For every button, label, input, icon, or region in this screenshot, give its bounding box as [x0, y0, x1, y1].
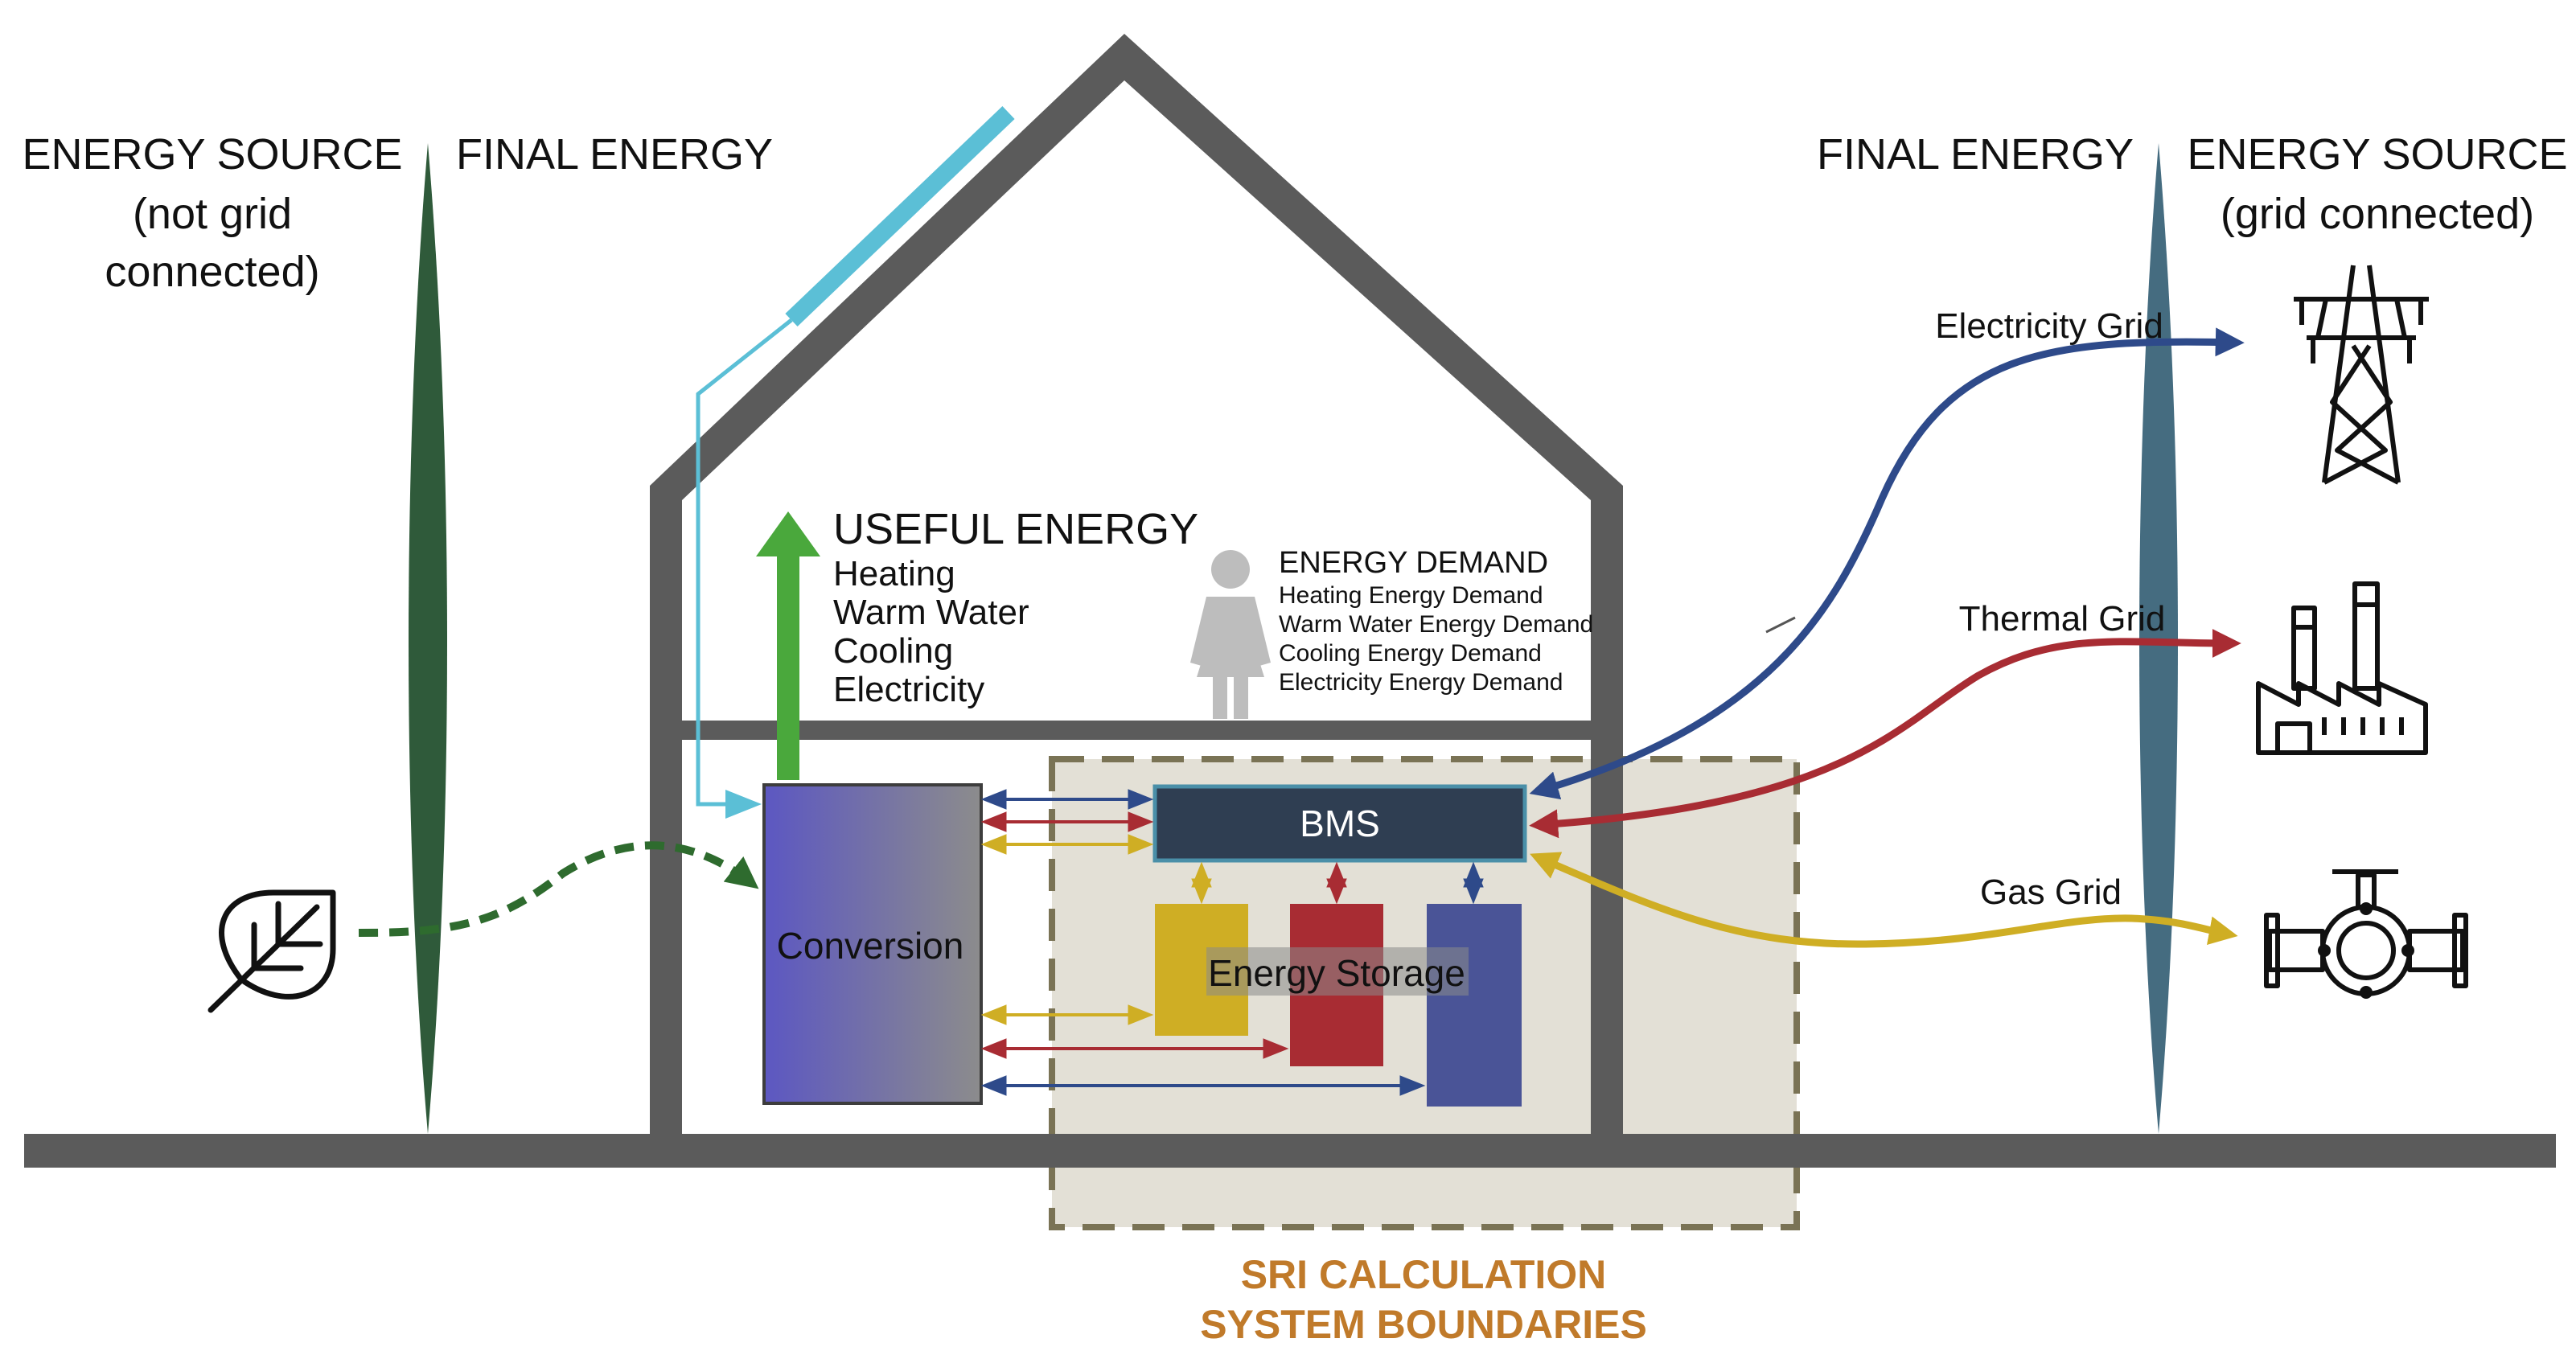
- electricity-grid-label: Electricity Grid: [1935, 306, 2163, 346]
- left-final-title: FINAL ENERGY: [456, 130, 773, 179]
- gas-grid-arrow: [1530, 852, 2238, 948]
- right-source-sub: (grid connected): [2221, 190, 2534, 238]
- energy-demand-block: ENERGY DEMAND Heating Energy Demand Warm…: [1279, 546, 1593, 696]
- storage-label: Energy Storage: [1208, 952, 1465, 994]
- left-source-title: ENERGY SOURCE: [22, 130, 402, 179]
- leaf-icon: [207, 889, 336, 1013]
- thermal-grid-arrow: [1529, 628, 2241, 839]
- useful-item: Heating: [833, 554, 955, 593]
- conversion-box: [762, 783, 983, 1105]
- ground-line: [24, 1134, 2556, 1168]
- left-source-sub: (not grid: [133, 190, 292, 238]
- person-icon: [1190, 550, 1271, 719]
- conversion-label: Conversion: [777, 925, 964, 967]
- electricity-grid-arrow: [1529, 327, 2245, 800]
- storage-tank-electric: [1427, 904, 1522, 1107]
- useful-item: Cooling: [833, 631, 953, 671]
- demand-item: Electricity Energy Demand: [1279, 669, 1563, 696]
- house-structure: [650, 34, 1623, 1137]
- house-floor-divider: [682, 721, 1591, 740]
- solar-line: [696, 318, 793, 819]
- useful-energy-arrow: [756, 511, 820, 780]
- sri-label-line-2: SYSTEM BOUNDARIES: [1200, 1302, 1647, 1347]
- sri-label-line-1: SRI CALCULATION: [1241, 1252, 1607, 1297]
- bms-label: BMS: [1300, 803, 1380, 844]
- bms-box: [1152, 784, 1527, 863]
- valve-icon: [2264, 869, 2468, 999]
- gas-grid-label: Gas Grid: [1980, 873, 2122, 912]
- decor-tick: [1765, 616, 1796, 634]
- right-source-title: ENERGY SOURCE: [2187, 130, 2567, 179]
- useful-item: Warm Water: [833, 593, 1029, 632]
- left-source-sub: connected): [105, 248, 319, 296]
- useful-energy-title: USEFUL ENERGY: [833, 505, 1198, 553]
- demand-item: Heating Energy Demand: [1279, 582, 1543, 609]
- pylon-icon: [2294, 265, 2429, 485]
- demand-item: Cooling Energy Demand: [1279, 640, 1542, 667]
- useful-energy-block: USEFUL ENERGY Heating Warm Water Cooling…: [833, 505, 1198, 709]
- renewable-source-arrow: [358, 841, 759, 937]
- thermal-grid-label: Thermal Grid: [1959, 599, 2166, 638]
- factory-icon: [2256, 581, 2428, 755]
- demand-item: Warm Water Energy Demand: [1279, 611, 1593, 638]
- right-final-title: FINAL ENERGY: [1817, 130, 2134, 179]
- energy-demand-title: ENERGY DEMAND: [1279, 546, 1548, 580]
- left-final-energy-divider: [409, 143, 447, 1134]
- storage-label-bg: [1206, 947, 1469, 996]
- solar-panel: [785, 106, 1015, 326]
- useful-item: Electricity: [833, 670, 984, 709]
